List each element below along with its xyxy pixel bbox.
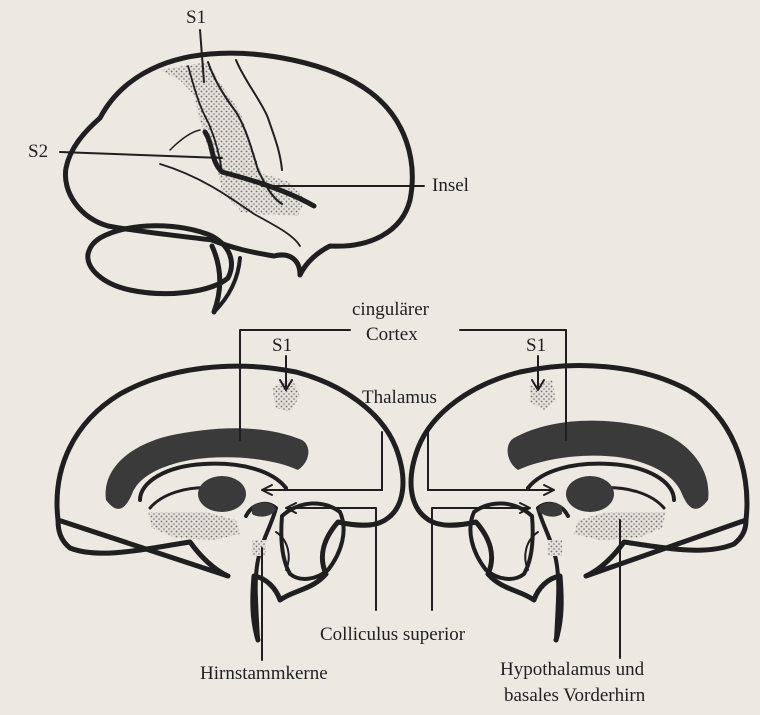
label-hypothalamus-line2: basales Vorderhirn	[504, 686, 645, 705]
label-insel: Insel	[432, 176, 469, 195]
left-brainstem-stipple	[252, 540, 266, 556]
right-cerebellum	[470, 503, 532, 578]
right-brainstem	[538, 504, 568, 640]
temporal-sulcus-2	[170, 130, 200, 150]
left-hypothalamus-region	[148, 512, 240, 540]
label-colliculus-superior: Colliculus superior	[320, 625, 465, 644]
s2-pointer	[60, 152, 222, 158]
label-s1-right: S1	[526, 336, 546, 355]
medial-brain-left	[57, 330, 403, 660]
right-s1-pointer	[532, 356, 544, 390]
left-cerebellum	[281, 503, 343, 578]
medial-brain-right	[411, 330, 747, 658]
label-cingular-line2: Cortex	[366, 325, 418, 344]
label-hypothalamus-line1: Hypothalamus und	[500, 660, 644, 679]
left-thalamus	[198, 476, 246, 512]
label-cingular-line1: cingulärer	[352, 300, 429, 319]
brainstem-lateral	[212, 246, 220, 312]
right-thalamus	[566, 476, 614, 512]
label-hirnstammkerne: Hirnstammkerne	[200, 664, 328, 683]
label-s1-top: S1	[186, 8, 206, 27]
label-thalamus: Thalamus	[362, 388, 437, 407]
lateral-brain	[60, 30, 424, 312]
label-s2: S2	[28, 142, 48, 161]
label-s1-left: S1	[272, 336, 292, 355]
right-brainstem-stipple	[548, 540, 562, 556]
